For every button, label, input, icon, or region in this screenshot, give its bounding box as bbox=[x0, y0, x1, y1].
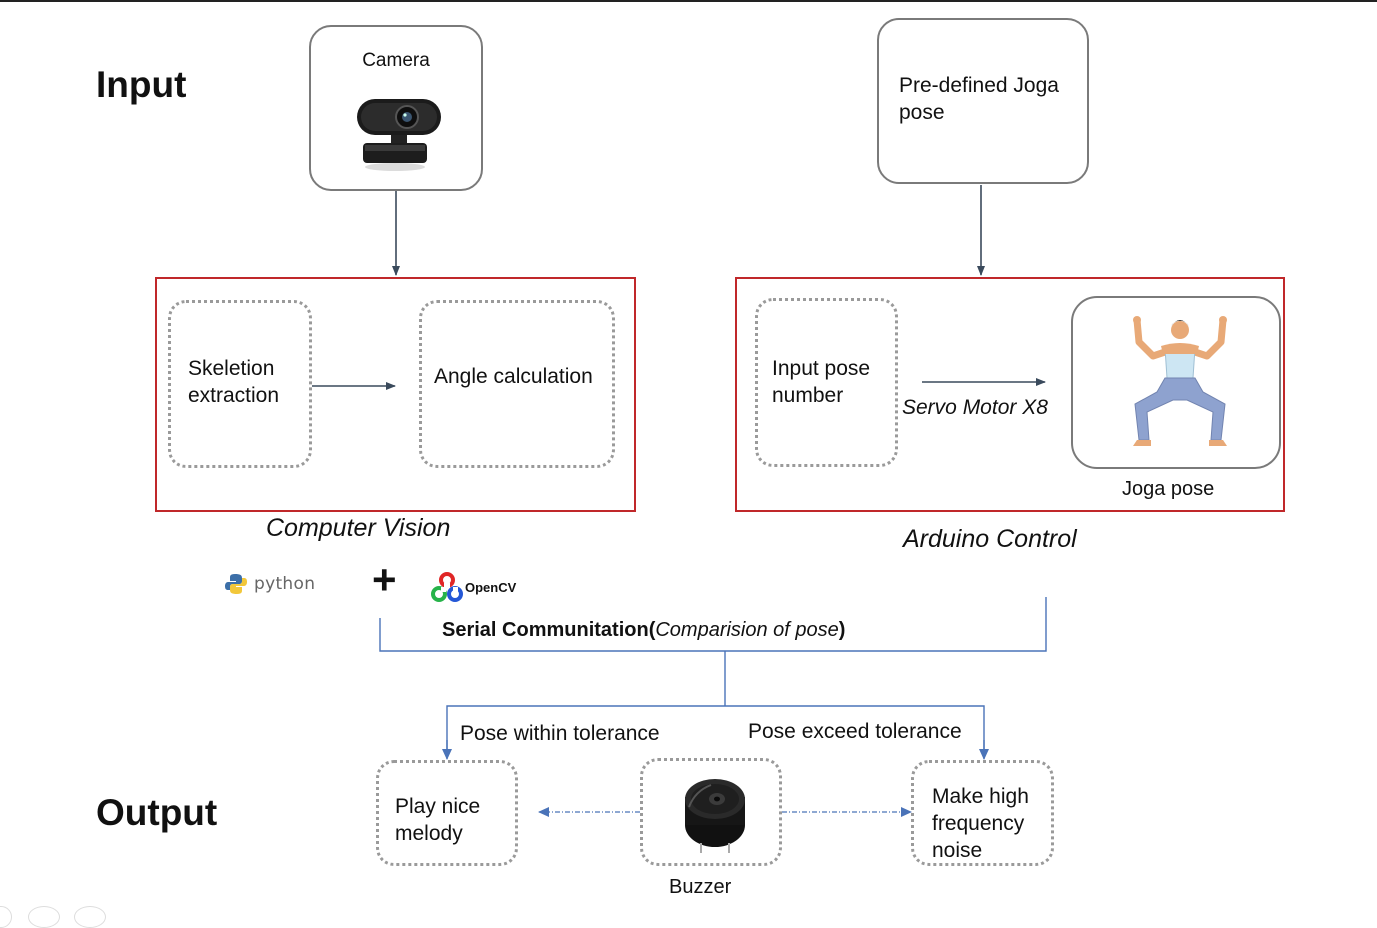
predefined-pose-label: Pre-defined Joga pose bbox=[899, 74, 1059, 124]
joga-pose-box bbox=[1071, 296, 1281, 469]
nav-dot bbox=[74, 906, 106, 928]
serial-label-italic: Comparision of pose bbox=[655, 619, 839, 641]
input-pose-number-label: Input pose number bbox=[772, 357, 871, 407]
top-rule bbox=[0, 0, 1377, 2]
servo-motor-label: Servo Motor X8 bbox=[902, 396, 1048, 419]
python-logo-icon bbox=[225, 574, 247, 594]
output-label: Output bbox=[96, 792, 218, 833]
input-label: Input bbox=[96, 64, 187, 105]
buzzer-box bbox=[640, 758, 782, 866]
arduino-control-frame bbox=[735, 277, 1285, 512]
joga-pose-caption: Joga pose bbox=[1122, 478, 1215, 500]
opencv-logo-text: OpenCV bbox=[465, 579, 517, 595]
exceed-tolerance-label: Pose exceed tolerance bbox=[748, 720, 962, 743]
angle-calculation-box: Angle calculation bbox=[419, 300, 615, 468]
python-logo: python bbox=[224, 571, 315, 597]
yoga-figure-icon bbox=[1133, 316, 1227, 446]
high-frequency-noise-box: Make high frequency noise bbox=[911, 760, 1054, 866]
arduino-control-caption: Arduino Control bbox=[903, 525, 1077, 553]
buzzer-caption: Buzzer bbox=[669, 876, 732, 898]
serial-communication-label: Serial Communitation(Comparision of pose… bbox=[442, 619, 845, 642]
input-pose-number-box: Input pose number bbox=[755, 298, 898, 467]
skeleton-extraction-box: Skeletion extraction bbox=[168, 300, 312, 468]
serial-label-close: ) bbox=[838, 619, 846, 641]
plus-sign: + bbox=[372, 556, 397, 603]
buzzer-icon bbox=[685, 779, 745, 853]
serial-label-bold: Serial Communitation( bbox=[442, 619, 656, 641]
angle-calculation-label: Angle calculation bbox=[434, 365, 593, 388]
computer-vision-frame bbox=[155, 277, 636, 512]
opencv-logo: OpenCV bbox=[431, 571, 516, 603]
tolerance-branches bbox=[446, 705, 985, 758]
serial-bracket bbox=[379, 597, 1047, 652]
computer-vision-caption: Computer Vision bbox=[266, 514, 451, 542]
predefined-pose-box: Pre-defined Joga pose bbox=[877, 18, 1089, 184]
webcam-icon bbox=[357, 99, 441, 171]
skeleton-extraction-label: Skeletion extraction bbox=[188, 357, 280, 407]
camera-label: Camera bbox=[362, 50, 430, 71]
high-frequency-noise-label: Make high frequency noise bbox=[932, 785, 1029, 862]
python-logo-text: python bbox=[254, 574, 316, 594]
within-tolerance-label: Pose within tolerance bbox=[460, 722, 660, 745]
play-melody-box: Play nice melody bbox=[376, 760, 518, 866]
nav-dot bbox=[28, 906, 60, 928]
camera-box: Camera bbox=[309, 25, 483, 191]
opencv-logo-icon bbox=[431, 572, 463, 602]
play-melody-label: Play nice melody bbox=[395, 795, 481, 845]
